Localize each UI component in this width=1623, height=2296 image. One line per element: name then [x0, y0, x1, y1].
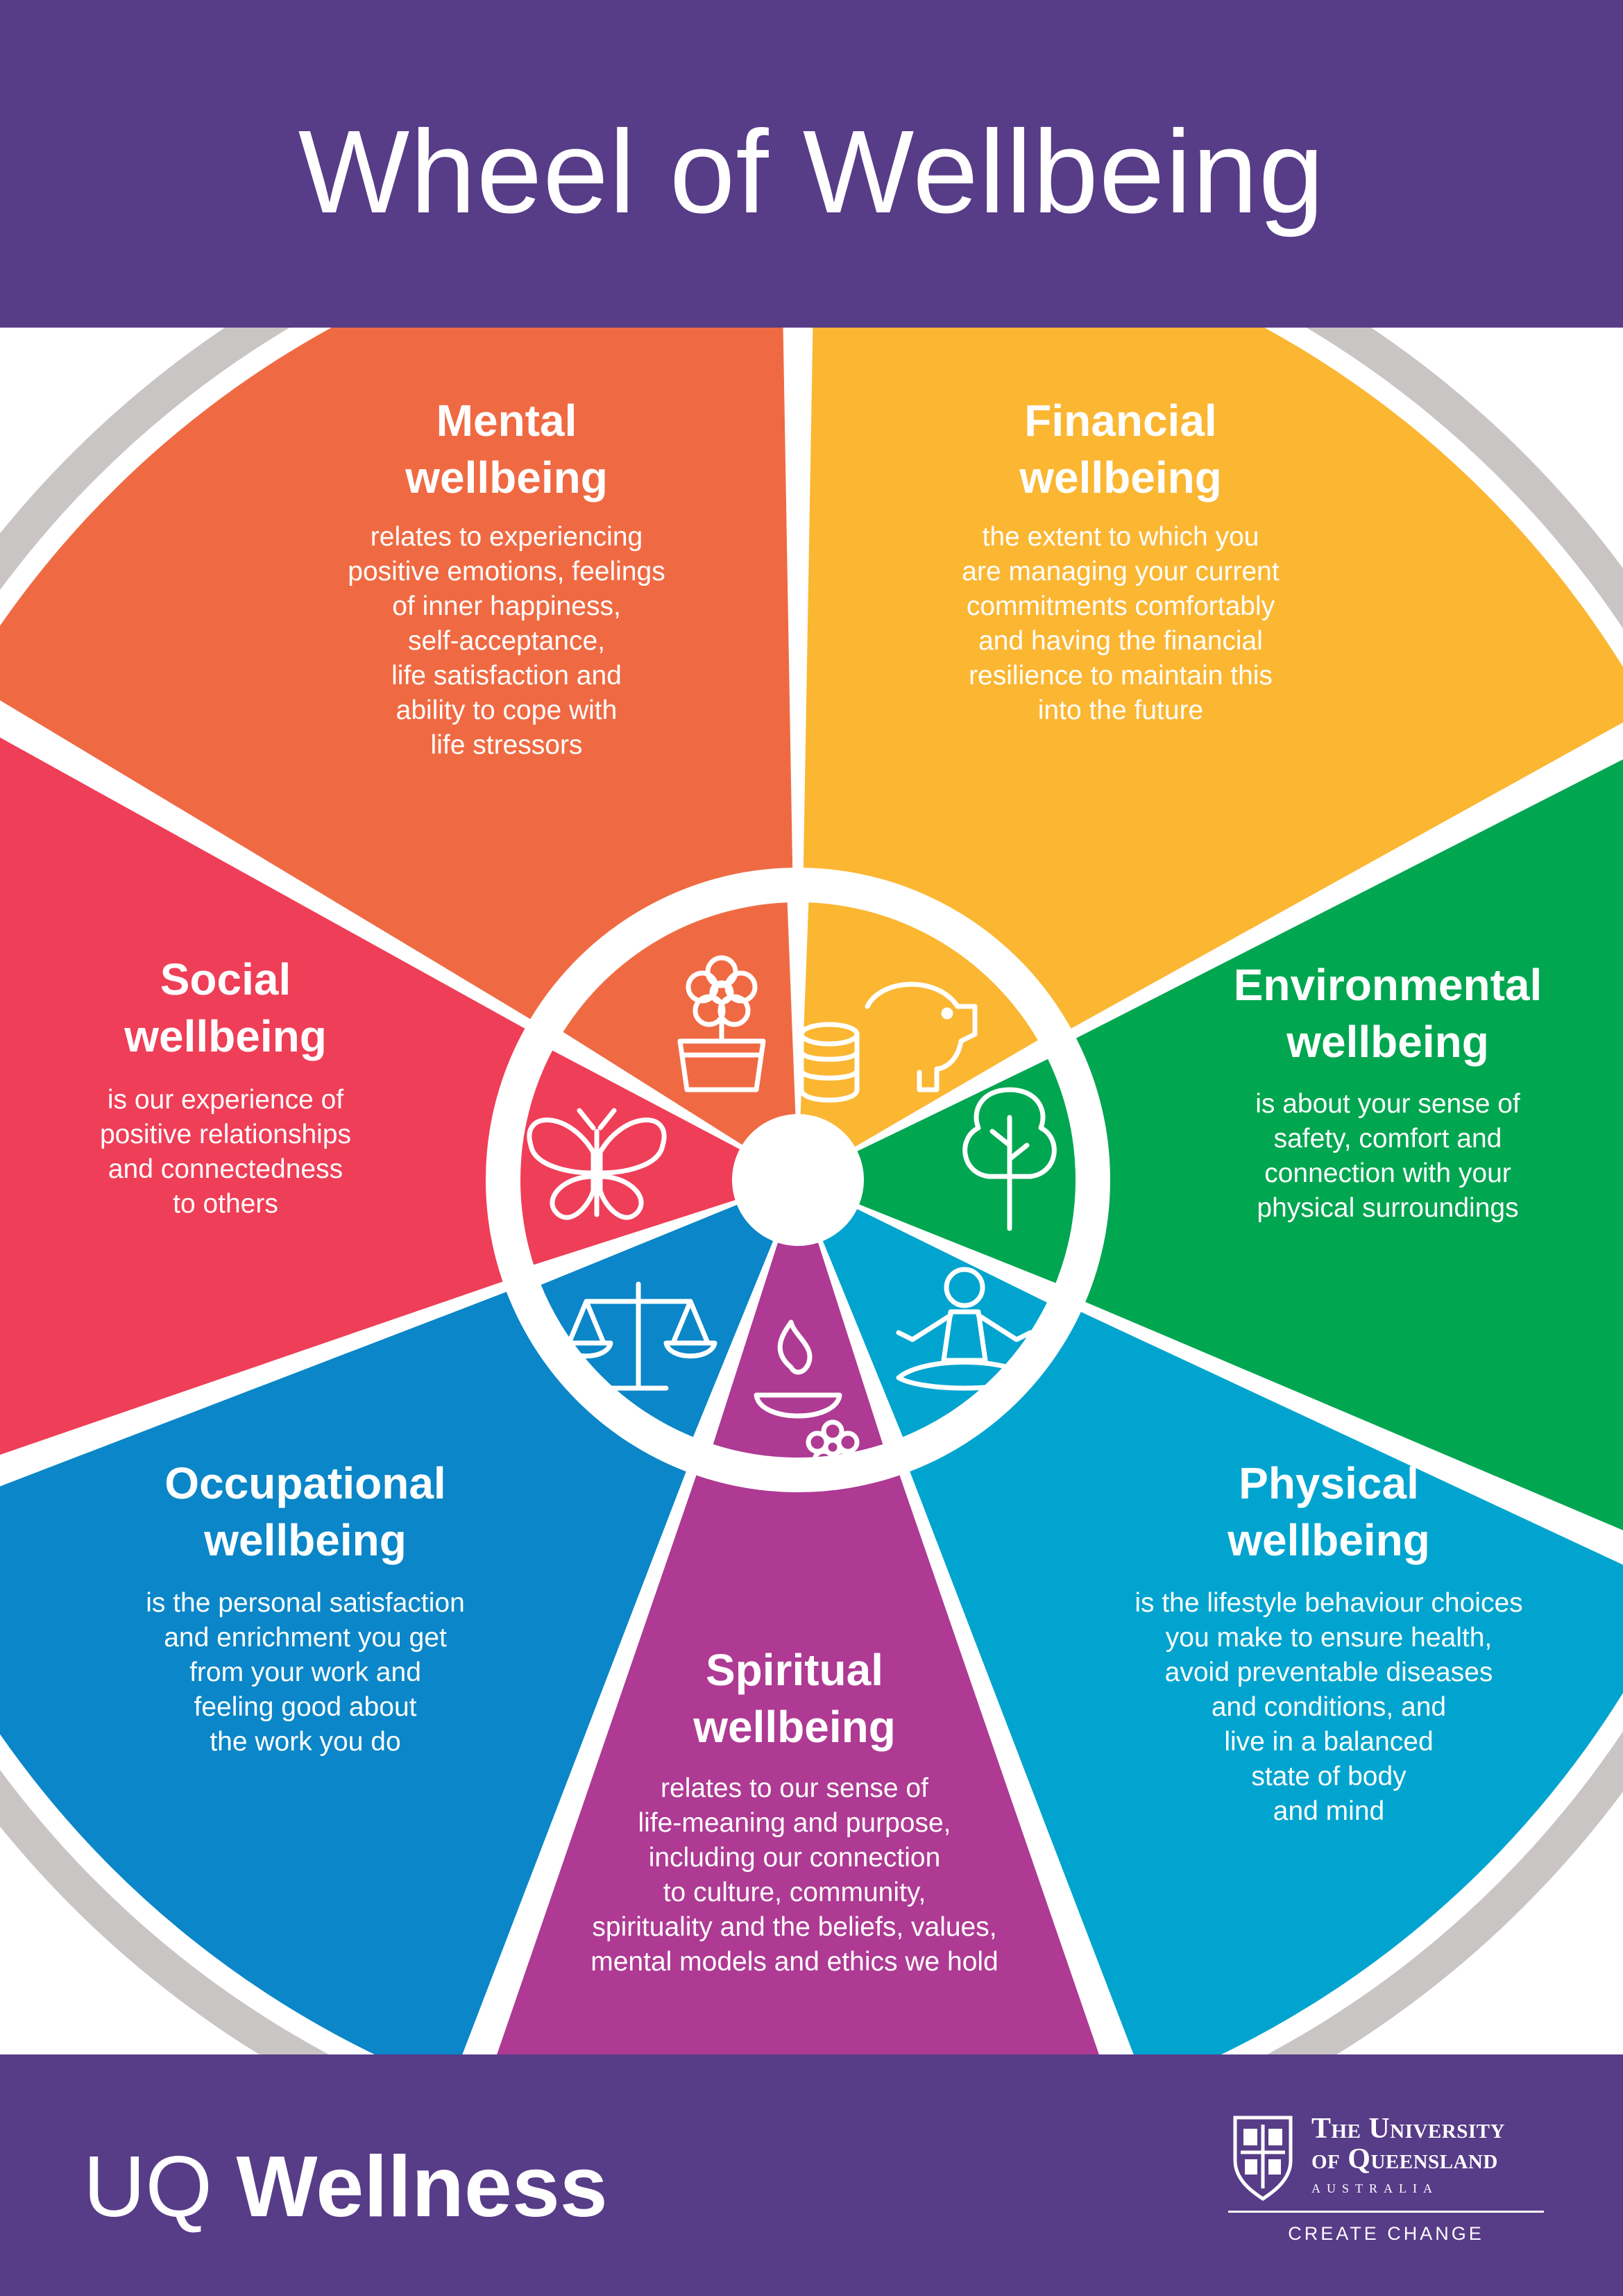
page-title: Wheel of Wellbeing: [298, 106, 1325, 238]
financial-hub-segment: [800, 902, 1038, 1147]
environmental-segment: [1076, 759, 1623, 1530]
environmental-description: is about your sense of safety, comfort a…: [1255, 1089, 1520, 1223]
hub-center: [744, 1126, 852, 1234]
inner-segments: [520, 902, 1076, 1458]
scales-icon: [559, 1281, 717, 1391]
spiritual-title: Spiritual wellbeing: [693, 1645, 896, 1752]
outer-segments: [0, 328, 1623, 2054]
university-country: AUSTRALIA: [1311, 2181, 1438, 2195]
header-banner: Wheel of Wellbeing: [0, 0, 1623, 328]
university-crest-icon: [1233, 2116, 1293, 2202]
financial-title: Financial wellbeing: [1019, 396, 1222, 503]
university-logo: The University of Queensland AUSTRALIA C…: [1228, 2107, 1547, 2245]
physical-segment: [910, 1312, 1623, 2054]
social-hub-segment: [520, 1050, 740, 1265]
mental-hub-segment: [563, 902, 796, 1145]
environmental-title: Environmental wellbeing: [1233, 960, 1543, 1067]
physical-description: is the lifestyle behaviour choices you m…: [1135, 1588, 1523, 1826]
mental-title: Mental wellbeing: [405, 396, 608, 503]
candle-flower-icon: [754, 1319, 860, 1472]
uq-wellness-brand: UQ Wellness: [83, 2139, 608, 2235]
environmental-hub-segment: [857, 1058, 1076, 1283]
logo-divider: [1228, 2211, 1544, 2213]
meditation-icon: [896, 1267, 1033, 1391]
piggy-bank-icon: [799, 981, 978, 1103]
social-title: Social wellbeing: [124, 954, 327, 1061]
footer-banner: [0, 2054, 1623, 2296]
spiritual-hub-segment: [713, 1242, 883, 1458]
financial-segment: [803, 328, 1623, 1029]
social-segment: [0, 737, 525, 1455]
occupational-title: Occupational wellbeing: [164, 1458, 446, 1565]
wellbeing-wheel: [0, 328, 1623, 2054]
financial-description: the extent to which you are managing you…: [962, 522, 1280, 725]
butterfly-icon: [527, 1108, 667, 1220]
occupational-segment: [0, 1292, 686, 2054]
occupational-description: is the personal satisfaction and enrichm…: [146, 1588, 465, 1757]
university-tagline: CREATE CHANGE: [1288, 2223, 1484, 2244]
physical-title: Physical wellbeing: [1227, 1458, 1430, 1565]
flower-pot-icon: [677, 955, 766, 1092]
social-description: is our experience of positive relationsh…: [99, 1085, 352, 1219]
mental-segment: [0, 328, 793, 1020]
spiritual-segment: [497, 1475, 1099, 2054]
spiritual-description: relates to our sense of life-meaning and…: [590, 1773, 999, 1977]
tree-icon: [962, 1087, 1057, 1231]
mental-description: relates to experiencing positive emotion…: [348, 522, 665, 760]
occupational-hub-segment: [541, 1204, 774, 1437]
university-name: The University of Queensland: [1311, 2113, 1505, 2175]
